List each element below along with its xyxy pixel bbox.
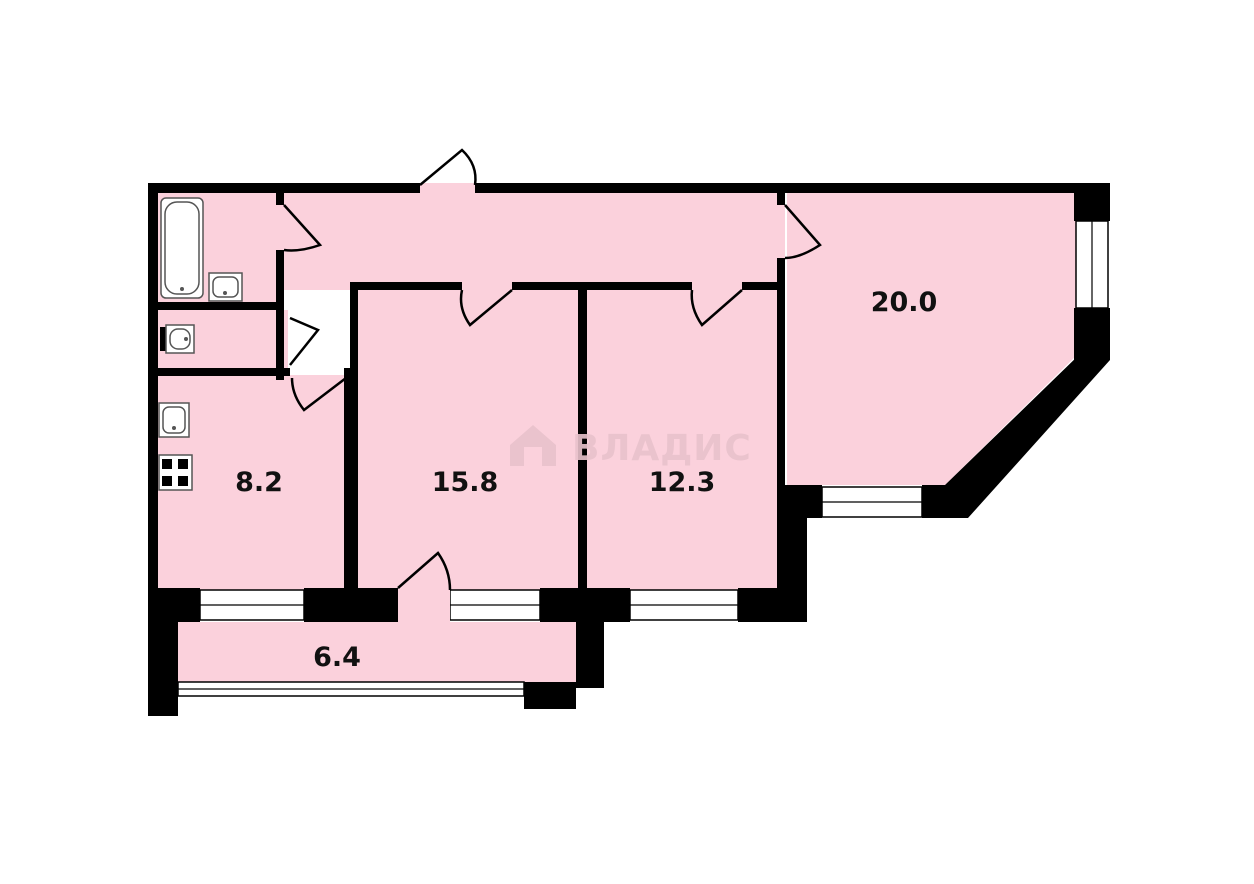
wall-mid-right — [578, 282, 587, 590]
wall-diagonal — [938, 352, 1110, 518]
bathtub-icon — [160, 197, 204, 299]
wall-corner-bottom-left — [777, 485, 822, 518]
wall-mid-top-a — [350, 282, 462, 290]
kitchen-door — [290, 377, 347, 412]
wall-bath-right-2 — [276, 250, 284, 380]
wall-right-room-right — [777, 193, 785, 205]
area-labels: 8.2 15.8 12.3 20.0 6.4 — [235, 287, 937, 673]
wall-kitchen-right — [344, 368, 352, 590]
toilet-icon — [160, 324, 195, 354]
middle-room-door — [459, 289, 513, 327]
corner-room-floor — [787, 193, 1100, 485]
sink-icon — [208, 272, 243, 302]
wall-top-left — [148, 183, 420, 193]
kitchen-area-label: 8.2 — [235, 467, 283, 498]
wall-bath-right — [276, 193, 284, 205]
wall-balcony-bottom-end — [524, 682, 576, 709]
wall-mid-top-c — [742, 282, 782, 290]
wall-bottom-b — [304, 588, 398, 622]
wall-balcony-left — [148, 588, 178, 716]
right-room-area-label: 12.3 — [649, 467, 716, 498]
balcony-floor — [178, 622, 576, 682]
balcony-door — [397, 551, 452, 622]
wall-right-room-right-2 — [777, 258, 785, 488]
watermark: ВЛАДИС — [510, 425, 752, 469]
wall-right-upper — [1074, 183, 1110, 221]
outer-walls — [148, 183, 1110, 716]
middle-room-area-label: 15.8 — [432, 467, 499, 498]
wall-toilet-bottom — [158, 368, 290, 376]
watermark-text: ВЛАДИС — [572, 428, 752, 469]
wall-balcony-right — [576, 622, 604, 688]
stove-icon — [158, 454, 193, 491]
wall-left — [148, 183, 158, 595]
wall-corner-bottom-right — [922, 485, 968, 518]
right-room-door — [690, 289, 743, 327]
entrance-door — [419, 148, 477, 193]
wall-top-right — [475, 183, 1110, 193]
corner-room-area-label: 20.0 — [871, 287, 938, 318]
wall-right-lower — [1074, 308, 1110, 360]
doors — [283, 148, 822, 622]
windows — [177, 220, 1109, 697]
corner-room-door — [784, 204, 822, 260]
wall-bottom-d — [738, 588, 807, 622]
watermark-logo-icon — [510, 425, 556, 466]
toilet-door — [289, 316, 321, 366]
right-room-floor — [587, 290, 777, 590]
wall-mid-top-b — [512, 282, 692, 290]
inner-walls — [158, 193, 785, 590]
balcony-area-label: 6.4 — [313, 642, 361, 673]
wall-bottom-c — [540, 588, 630, 622]
wall-bath-bottom — [158, 302, 284, 310]
bathroom-door — [283, 204, 323, 252]
kitchen-sink-icon — [158, 402, 190, 438]
room-fills — [150, 185, 1100, 682]
wall-mid-left — [350, 282, 358, 590]
